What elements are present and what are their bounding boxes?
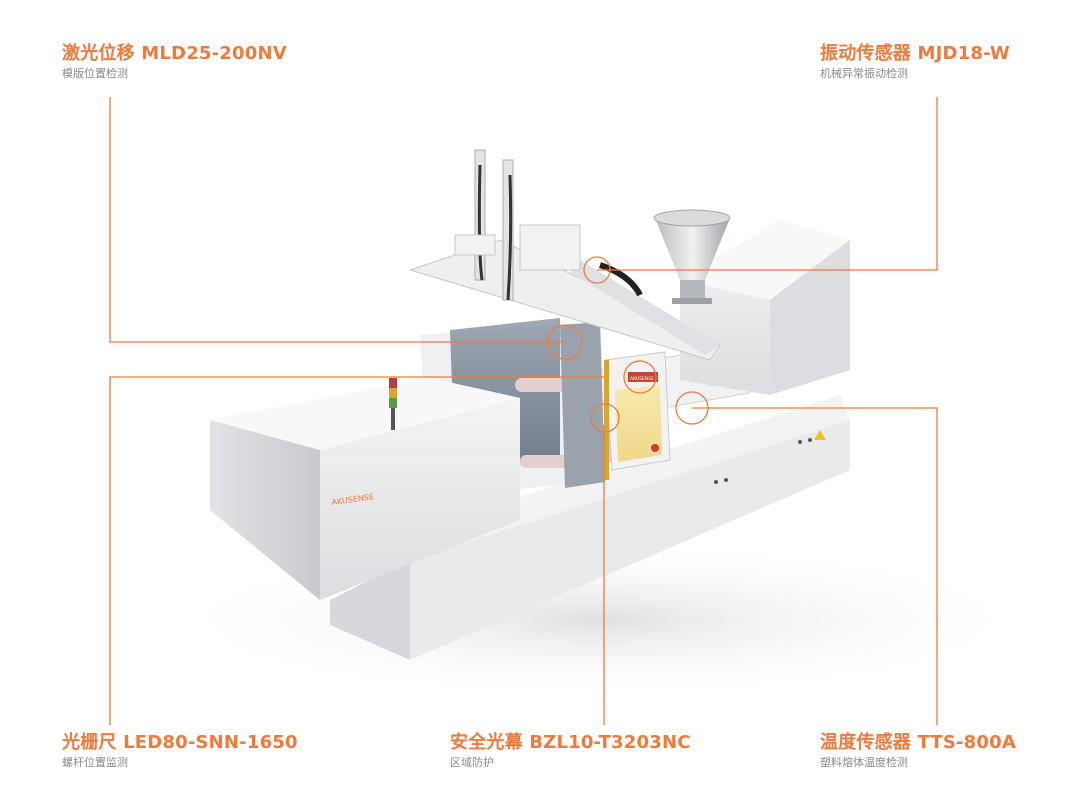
- laser-sensor-ring: [547, 324, 583, 360]
- callout-light-curtain: 安全光幕 BZL10-T3203NC 区域防护: [450, 732, 691, 770]
- vibration-sensor-ring: [583, 256, 611, 284]
- temperature-leader-line: [692, 407, 938, 725]
- grating-sensor-ring: [623, 360, 657, 394]
- callout-vibration: 振动传感器 MJD18-W 机械异常振动检测: [820, 43, 1010, 81]
- vibration-leader-line: [597, 97, 938, 271]
- robot-arm: [408, 149, 721, 361]
- light-curtain-strip: [604, 360, 609, 480]
- callout-light-curtain-subtitle: 区域防护: [450, 756, 494, 769]
- grating-leader-line: [109, 376, 605, 725]
- callout-lines: [109, 97, 938, 725]
- callout-grating: 光栅尺 LED80-SNN-1650 螺杆位置监测: [62, 732, 298, 770]
- callout-grating-title: 光栅尺 LED80-SNN-1650: [62, 732, 298, 753]
- laser-leader-line: [109, 97, 565, 343]
- panel-brand-text: AKUSENSE: [630, 376, 654, 382]
- callout-laser: 激光位移 MLD25-200NV 模版位置检测: [62, 43, 287, 81]
- callout-temperature-title: 温度传感器 TTS-800A: [820, 732, 1016, 753]
- callout-laser-title: 激光位移 MLD25-200NV: [62, 43, 287, 64]
- callout-grating-subtitle: 螺杆位置监测: [62, 756, 128, 769]
- callout-light-curtain-title: 安全光幕 BZL10-T3203NC: [450, 732, 691, 753]
- light-curtain-sensor-ring: [590, 403, 620, 433]
- callout-laser-subtitle: 模版位置检测: [62, 67, 128, 80]
- injection-housing: [680, 220, 850, 395]
- sensor-rings: [547, 256, 709, 433]
- signal-tower: [389, 378, 397, 430]
- temperature-sensor-ring: [675, 391, 709, 425]
- control-panel: AKUSENSE: [604, 351, 671, 471]
- hopper: [653, 209, 731, 304]
- left-guard: AKUSENSE: [210, 378, 520, 600]
- callout-temperature: 温度传感器 TTS-800A 塑料熔体温度检测: [820, 732, 1016, 770]
- callout-vibration-subtitle: 机械异常振动检测: [820, 67, 908, 80]
- callout-vibration-title: 振动传感器 MJD18-W: [820, 43, 1010, 64]
- callout-temperature-subtitle: 塑料熔体温度检测: [820, 756, 908, 769]
